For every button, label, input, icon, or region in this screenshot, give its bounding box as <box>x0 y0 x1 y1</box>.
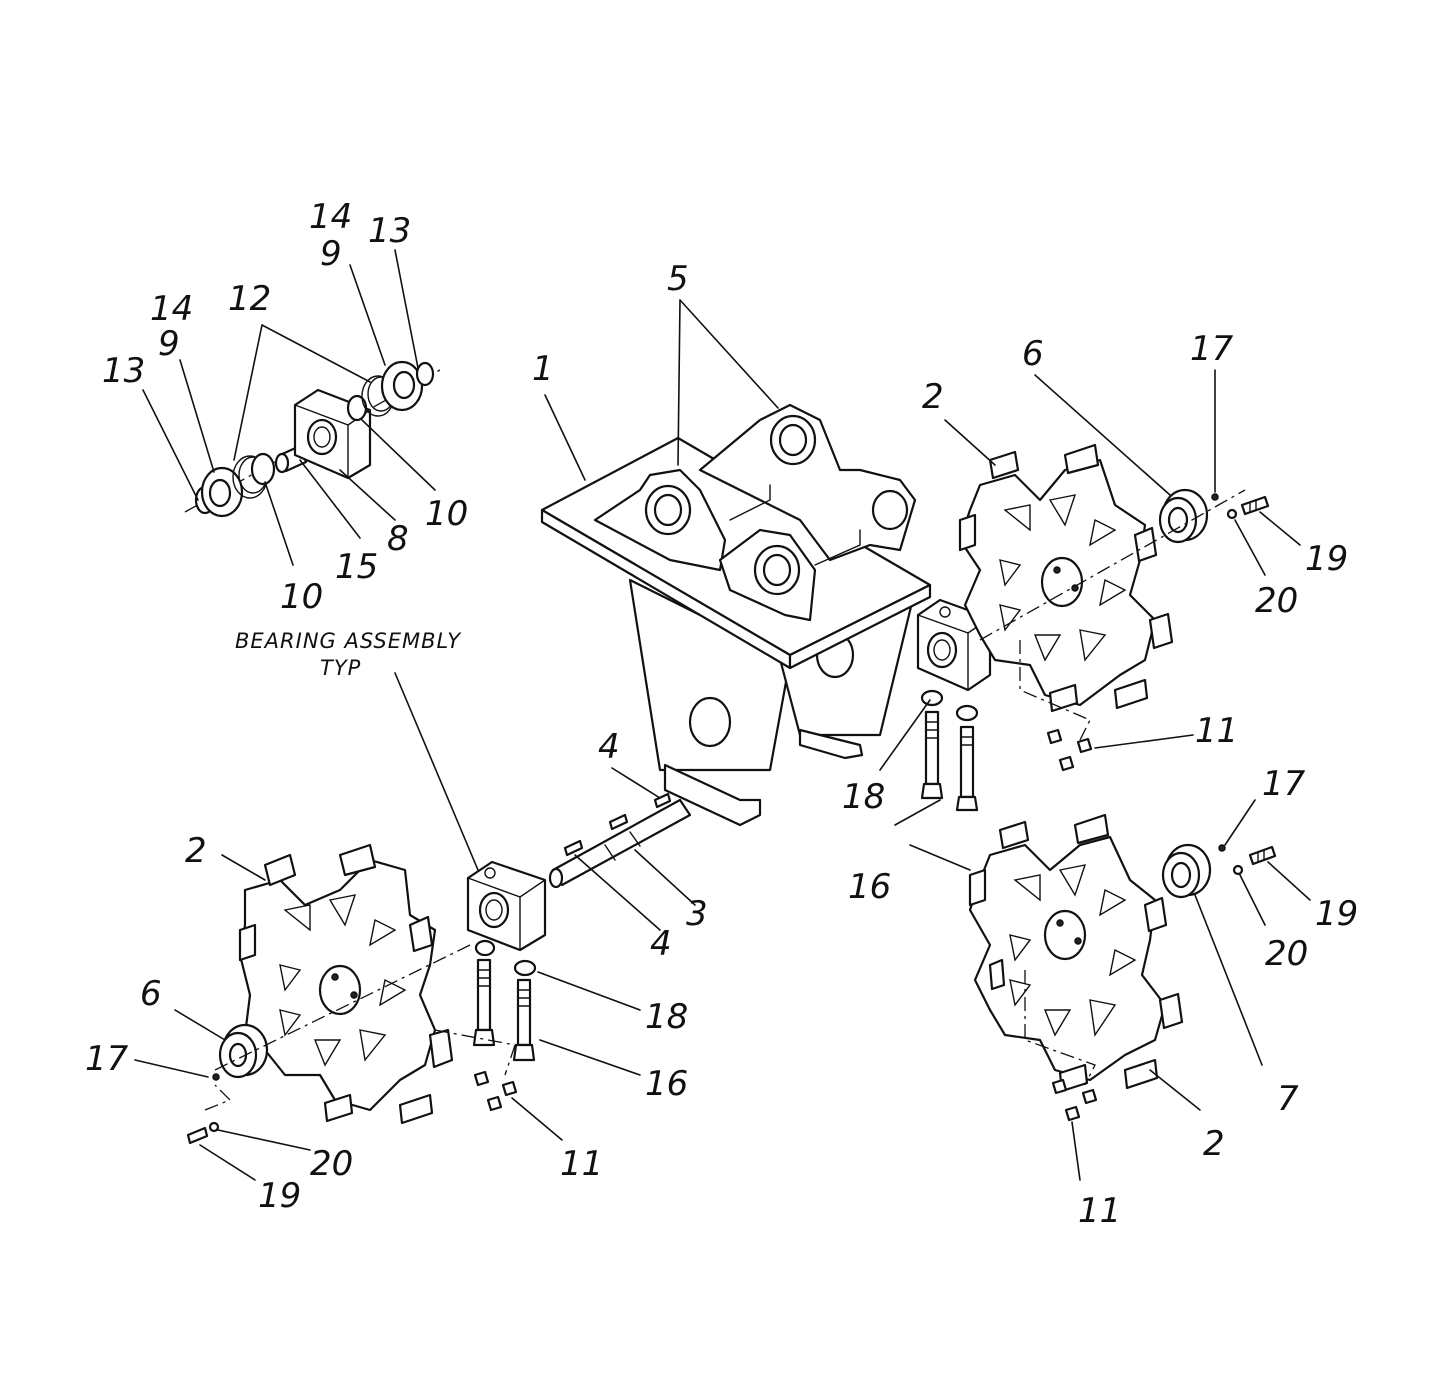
callout-17-lower-left: 17 <box>85 1039 129 1079</box>
rotor-wheel-lower-left <box>238 843 454 1125</box>
callout-5: 5 <box>667 259 689 299</box>
callout-11-lower-left: 11 <box>560 1144 603 1184</box>
callout-4-bottom: 4 <box>650 924 672 964</box>
callout-18-left: 18 <box>645 997 688 1037</box>
callout-8: 8 <box>387 519 409 559</box>
callout-15: 15 <box>335 547 378 587</box>
callout-4-top: 4 <box>598 727 620 767</box>
callout-20-upper-right: 20 <box>1255 581 1298 621</box>
bolts-right-upper <box>920 640 1093 812</box>
callout-2-lower-left: 2 <box>185 831 207 871</box>
bearing-assembly-exploded <box>184 360 441 518</box>
callout-20-lower-right: 20 <box>1265 934 1308 974</box>
callout-14-left: 14 <box>150 289 193 329</box>
callout-9-left: 9 <box>158 324 180 364</box>
callout-10-bottom: 10 <box>280 577 323 617</box>
callout-labels: 14 13 9 14 12 9 13 10 8 15 10 5 1 6 17 2… <box>85 197 1358 1231</box>
callout-3: 3 <box>686 894 708 934</box>
callout-2-upper-right: 2 <box>922 377 944 417</box>
rotor-wheel-lower-right <box>968 813 1184 1093</box>
hub-lower-left <box>186 944 471 1145</box>
nuts-lower-right <box>1024 970 1098 1122</box>
callout-17-upper-right: 17 <box>1190 329 1234 369</box>
callout-14-top: 14 <box>309 197 352 237</box>
callout-13-left: 13 <box>102 351 145 391</box>
callout-1: 1 <box>532 349 554 389</box>
callout-19-upper-right: 19 <box>1305 539 1348 579</box>
callout-10-right: 10 <box>425 494 468 534</box>
callout-16-left: 16 <box>645 1064 688 1104</box>
bearing-assembly-note-line1: BEARING ASSEMBLY <box>235 629 462 653</box>
callout-11-upper-right: 11 <box>1195 711 1238 751</box>
right-bearing-housing <box>916 598 992 692</box>
callout-2-lower-right: 2 <box>1203 1124 1225 1164</box>
bolts-left <box>434 939 537 1112</box>
callout-13-top: 13 <box>368 211 411 251</box>
callout-18-right: 18 <box>842 777 885 817</box>
mounting-frame <box>540 403 932 827</box>
drive-shaft <box>548 792 692 889</box>
leader-lines <box>134 249 1311 1181</box>
hub-upper-right <box>979 488 1270 641</box>
callout-6-upper-right: 6 <box>1022 334 1044 374</box>
bearing-assembly-note-line2: TYP <box>320 656 361 680</box>
callout-20-lower-left: 20 <box>310 1144 353 1184</box>
callout-17-lower-right: 17 <box>1262 764 1306 804</box>
center-bearing-housing <box>466 860 547 952</box>
callout-12: 12 <box>228 279 271 319</box>
callout-6-lower-left: 6 <box>140 974 162 1014</box>
callout-11-lower-right: 11 <box>1078 1191 1121 1231</box>
callout-7: 7 <box>1277 1079 1299 1119</box>
hub-lower-right <box>1161 843 1277 899</box>
rotor-wheel-upper-right <box>958 443 1174 713</box>
callout-19-lower-left: 19 <box>258 1176 301 1216</box>
callout-16-right: 16 <box>848 867 891 907</box>
callout-9-top: 9 <box>320 234 342 274</box>
callout-19-lower-right: 19 <box>1315 894 1358 934</box>
